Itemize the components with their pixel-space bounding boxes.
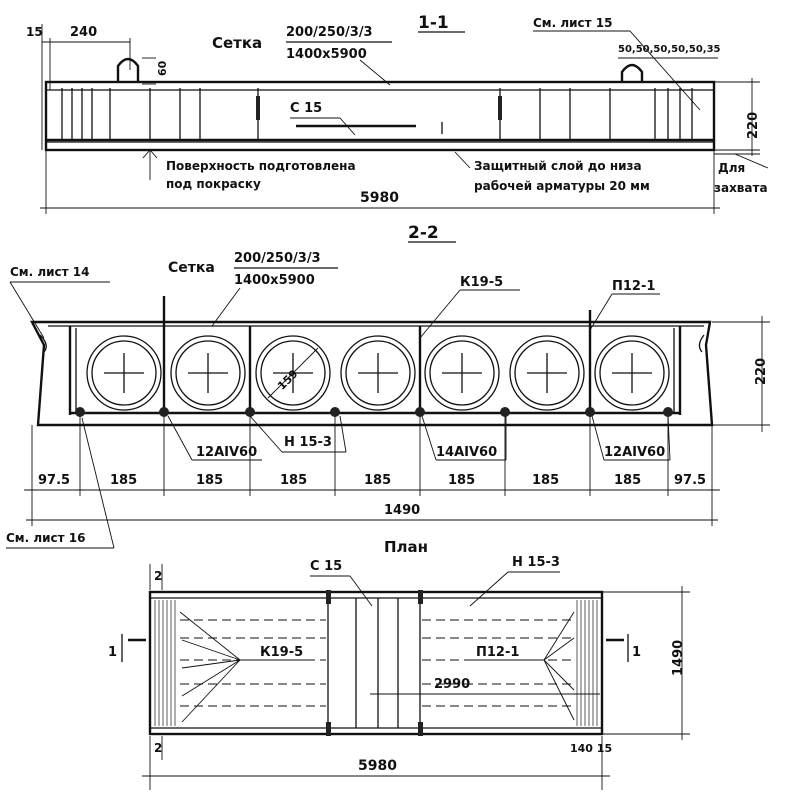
callout-n15-3-plan: Н 15-3 [512, 555, 560, 570]
callout-p12-1-section: П12-1 [612, 279, 655, 294]
note-grip-line-2: захвата [714, 181, 768, 195]
note-surface-line-1: Поверхность подготовлена [166, 159, 356, 173]
section-1-1: 1-1 Сетка 200/250/3/3 1400x5900 См. лист… [26, 13, 769, 214]
void-diameter: 159 [275, 367, 300, 392]
section-1-1-title: 1-1 [418, 13, 449, 33]
mesh-spec-top-1: 200/250/3/3 [286, 25, 373, 40]
bar-label-left: 12AIV60 [196, 445, 257, 460]
mesh-label-2: Сетка [168, 260, 215, 276]
hollow-voids [86, 335, 670, 411]
dim-5980-plan: 5980 [358, 758, 397, 774]
note-cover-line-2: рабочей арматуры 20 мм [474, 179, 650, 193]
dim-5980-section: 5980 [360, 190, 399, 206]
mesh-spec-top-2: 200/250/3/3 [234, 251, 321, 266]
note-cover-line-1: Защитный слой до низа [474, 159, 642, 173]
end-hatch-right [576, 600, 598, 726]
plan-title: План [384, 538, 428, 556]
dim-2-top: 2 [154, 569, 162, 583]
note-surface-line-2: под покраску [166, 177, 261, 191]
callout-k19-5-plan: К19-5 [260, 645, 303, 660]
bar-label-right: 12AIV60 [604, 445, 665, 460]
mesh-spec-bottom-1: 1400x5900 [286, 47, 367, 62]
callout-k19-5-section: К19-5 [460, 275, 503, 290]
dim-60: 60 [156, 60, 169, 76]
dim-1490-section: 1490 [384, 503, 420, 518]
dim-185-1: 185 [110, 473, 137, 488]
ref-sheet-14: См. лист 14 [10, 265, 90, 279]
dim-97-5-right: 97.5 [674, 473, 706, 488]
dim-185-2: 185 [196, 473, 223, 488]
note-grip-line-1: Для [718, 161, 745, 175]
dim-240: 240 [70, 25, 97, 40]
dim-185-4: 185 [364, 473, 391, 488]
mesh-label-1: Сетка [212, 34, 262, 52]
dim-185-5: 185 [448, 473, 475, 488]
dim-185-7: 185 [614, 473, 641, 488]
dim-185-6: 185 [532, 473, 559, 488]
dim-220-section-2: 220 [754, 358, 769, 385]
section-2-2: 2-2 Сетка 200/250/3/3 1400x5900 См. лист… [6, 223, 770, 549]
dim-2-bottom: 2 [154, 741, 162, 755]
dim-group: 50,50,50,50,50,35 [618, 44, 721, 55]
plan-view: План С 15 Н 15-3 2 [108, 538, 690, 790]
cut-mark-left: 1 [108, 645, 117, 660]
dim-1490-plan: 1490 [671, 640, 686, 676]
bar-label-mid: 14AIV60 [436, 445, 497, 460]
callout-n15-3-section: Н 15-3 [284, 435, 332, 450]
callout-c15-plan: С 15 [310, 559, 342, 574]
dim-185-3: 185 [280, 473, 307, 488]
section-2-2-title: 2-2 [408, 223, 439, 243]
callout-c15-section: С 15 [290, 101, 322, 116]
ref-sheet-16: См. лист 16 [6, 531, 86, 545]
callout-p12-1-plan: П12-1 [476, 645, 519, 660]
dim-220-section-1: 220 [746, 112, 761, 139]
dim-97-5-left: 97.5 [38, 473, 70, 488]
ref-sheet-15: См. лист 15 [533, 16, 613, 30]
cut-mark-right: 1 [632, 645, 641, 660]
mesh-spec-bottom-2: 1400x5900 [234, 273, 315, 288]
dim-2990: 2990 [434, 677, 470, 692]
stirrups-1-1 [61, 88, 693, 140]
dim-140-15: 140 15 [570, 742, 612, 755]
dim-15: 15 [26, 25, 43, 39]
end-hatch-left [154, 600, 176, 726]
